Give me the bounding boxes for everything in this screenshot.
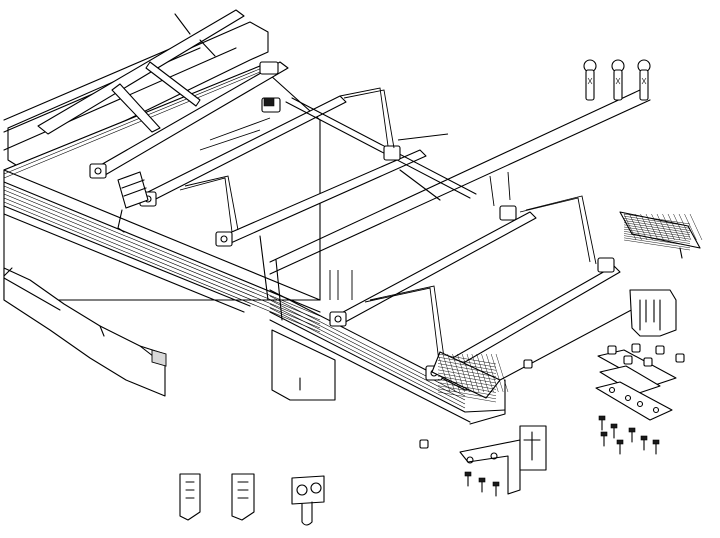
motor-unit <box>117 97 275 233</box>
nut-icon <box>623 355 633 365</box>
bolt-head-icon <box>492 481 500 487</box>
hinge-blocks <box>89 61 615 381</box>
bolt-head-icon <box>628 427 636 433</box>
bolt-head-icon <box>464 471 472 477</box>
end-bracket <box>459 425 547 495</box>
bolt-head-icon <box>600 431 608 437</box>
mesh-panel <box>619 211 703 259</box>
clip-body-icon <box>585 69 595 101</box>
bolt-head-icon <box>478 477 486 483</box>
clamp-plates <box>595 349 677 421</box>
fasteners <box>419 343 685 497</box>
nut-icon <box>655 345 665 355</box>
nut-icon <box>675 353 685 363</box>
bolt-head-icon <box>598 415 606 421</box>
nut-icon <box>631 343 641 353</box>
bolt-head-icon <box>610 423 618 429</box>
hanger-clips <box>583 59 651 101</box>
track-rail-right <box>269 89 677 425</box>
roller-carrier <box>291 475 325 526</box>
bolt-head-icon <box>652 439 660 445</box>
tension-wires <box>179 87 597 373</box>
hook-clips <box>179 473 255 521</box>
nut-icon <box>607 345 617 355</box>
clip-body-icon <box>613 69 623 101</box>
nut-icon <box>643 357 653 367</box>
bolt-head-icon <box>640 435 648 441</box>
bolt-head-icon <box>616 439 624 445</box>
upper-arm <box>37 9 245 135</box>
track-rail-left <box>3 21 321 333</box>
clip-body-icon <box>639 69 649 101</box>
fabric-panel <box>3 267 167 397</box>
nut-icon <box>419 439 429 449</box>
nut-icon <box>523 359 533 369</box>
rail-mesh <box>431 351 509 403</box>
